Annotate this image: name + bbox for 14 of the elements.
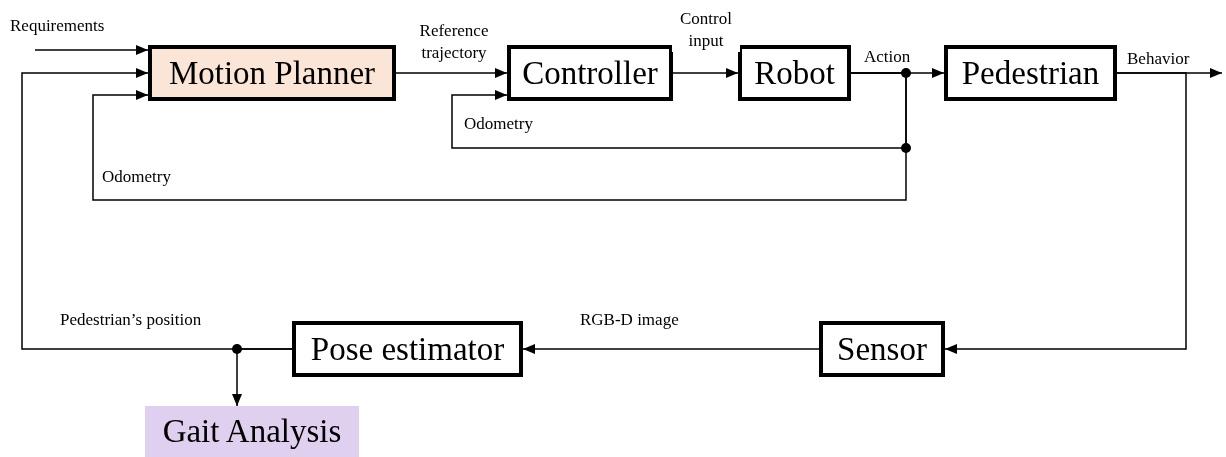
arrow	[232, 348, 293, 407]
arrow	[92, 72, 907, 201]
arrow	[944, 72, 1187, 354]
process-box: Robot	[738, 45, 851, 101]
arrow	[522, 344, 820, 354]
process-box: Sensor	[819, 321, 945, 377]
process-box: Controller	[507, 45, 673, 101]
output-box: Gait Analysis	[145, 406, 359, 457]
process-box: Pedestrian	[944, 45, 1117, 101]
arrow	[395, 68, 508, 78]
arrow	[672, 68, 739, 78]
arrow	[34, 45, 149, 55]
process-box: Pose estimator	[292, 321, 523, 377]
process-box: Motion Planner	[148, 45, 396, 101]
